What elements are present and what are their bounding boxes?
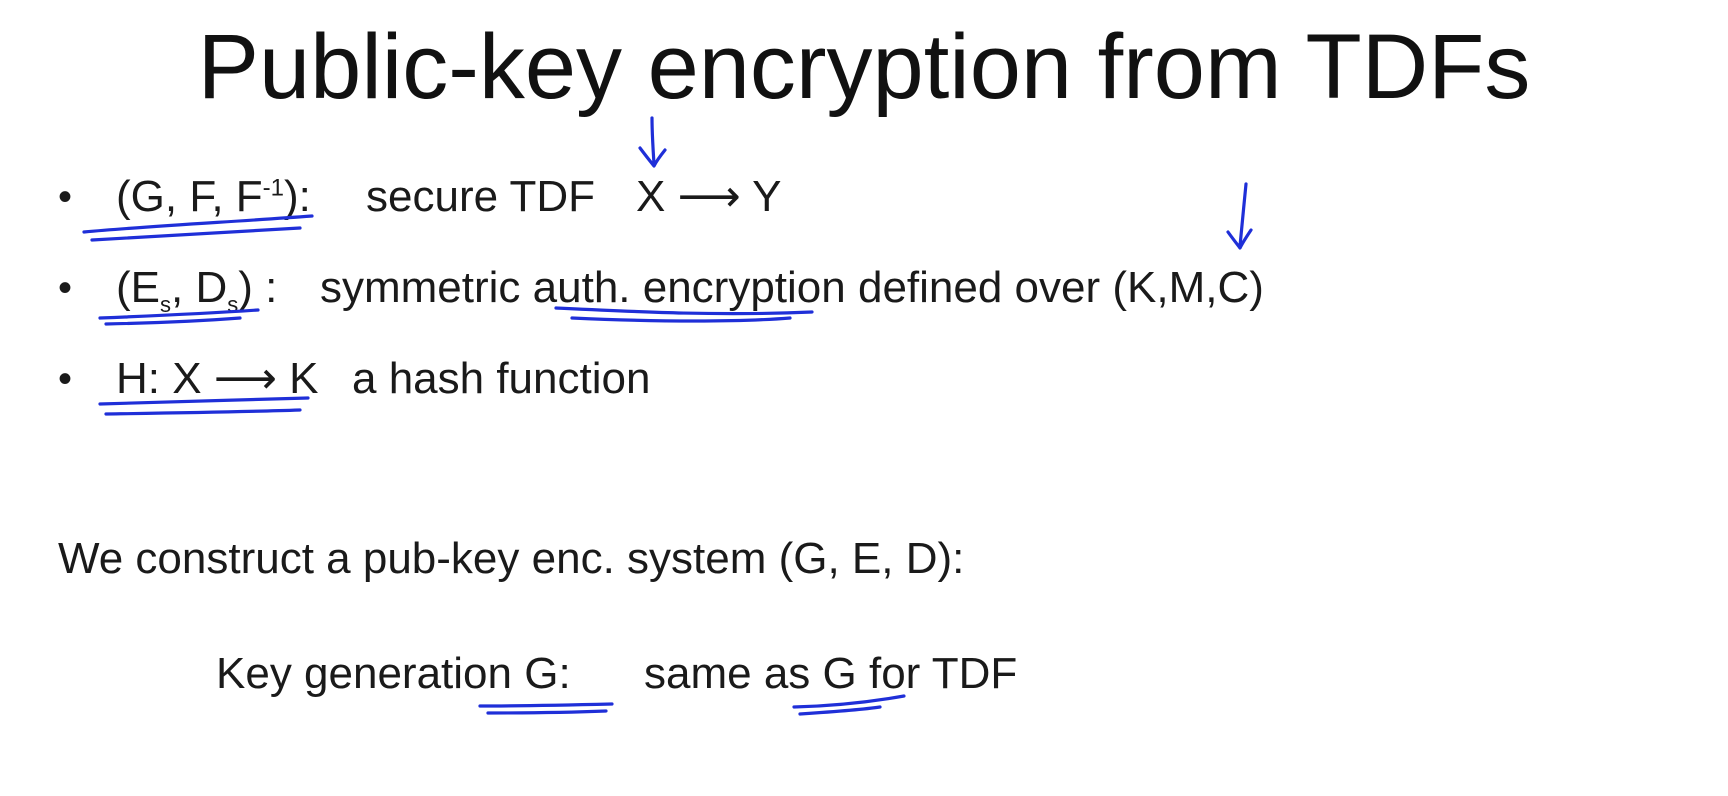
bullet-3-desc: a hash function bbox=[352, 354, 651, 403]
construction-statement: We construct a pub-key enc. system (G, E… bbox=[58, 534, 965, 583]
bullet-1-desc: secure TDF bbox=[366, 172, 596, 221]
bullet-2-desc: symmetric auth. encryption defined over … bbox=[320, 263, 1264, 312]
keygen-label: Key generation G: bbox=[216, 649, 571, 698]
bullet-1: (G, F, F-1): bbox=[116, 170, 311, 224]
down-arrow-over-x bbox=[638, 116, 667, 168]
bullet-dot-1: • bbox=[58, 175, 73, 219]
hash-signature: H: X ⟶ K bbox=[116, 354, 319, 403]
bullet-3: H: X ⟶ K bbox=[116, 352, 318, 406]
slide-title: Public-key encryption from TDFs bbox=[197, 16, 1531, 118]
key-message-ciphertext-tuple: (K,M,C) bbox=[1112, 263, 1264, 312]
keygen-desc: same as G for TDF bbox=[644, 649, 1018, 698]
bullet-2: (Es, Ds) : bbox=[116, 261, 277, 315]
down-arrow-over-k bbox=[1226, 182, 1253, 250]
tdf-tuple-label: (G, F, F-1): bbox=[116, 172, 311, 221]
tdf-range-y: Y bbox=[752, 172, 782, 221]
right-arrow-icon: ⟶ bbox=[213, 354, 277, 403]
bullet-dot-2: • bbox=[58, 266, 73, 310]
bullet-dot-3: • bbox=[58, 357, 73, 401]
tdf-domain-x: X bbox=[636, 172, 666, 221]
tdf-mapping: X ⟶ Y bbox=[636, 170, 781, 224]
symmetric-cipher-label: (Es, Ds) : bbox=[116, 263, 278, 317]
underline-keygen-g bbox=[478, 702, 614, 715]
right-arrow-icon: ⟶ bbox=[677, 172, 741, 221]
